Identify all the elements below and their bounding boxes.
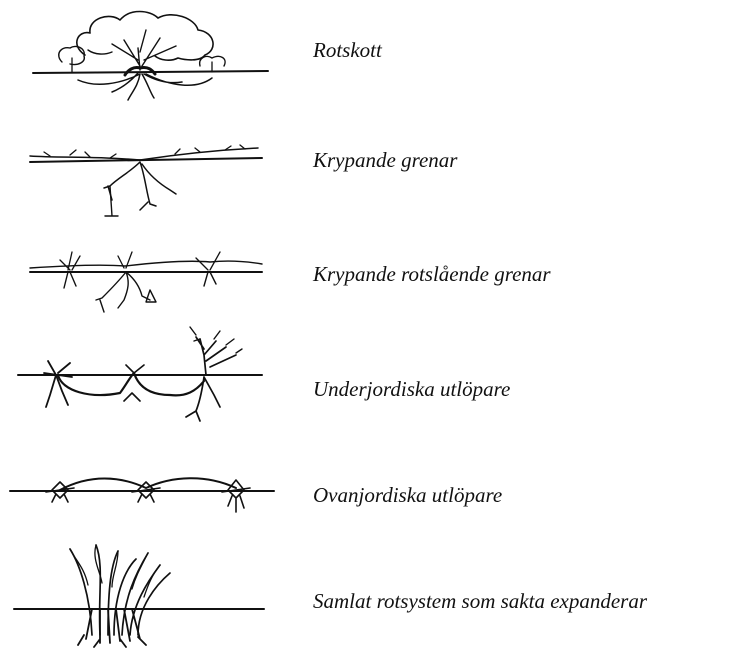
diagram-row-creeping-branches: Krypande grenar	[0, 120, 740, 230]
diagram-row-creeping-rooting-branches: Krypande rotslående grenar	[0, 230, 740, 330]
label-creeping-branches: Krypande grenar	[313, 150, 457, 171]
diagram-row-underground-runners: Underjordiska utlöpare	[0, 325, 740, 440]
label-underground-runners: Underjordiska utlöpare	[313, 379, 510, 400]
diagram-row-aboveground-runners: Ovanjordiska utlöpare	[0, 450, 740, 530]
label-clumped-root-system: Samlat rotsystem som sakta expanderar	[313, 591, 647, 612]
aboveground-runners-sketch-icon	[0, 450, 290, 530]
diagram-row-root-suckers: Rotskott	[0, 0, 740, 110]
diagram-row-clumped-root-system: Samlat rotsystem som sakta expanderar	[0, 535, 740, 651]
label-aboveground-runners: Ovanjordiska utlöpare	[313, 485, 502, 506]
underground-runners-sketch-icon	[0, 325, 290, 440]
label-creeping-rooting-branches: Krypande rotslående grenar	[313, 264, 551, 285]
creeping-branches-sketch-icon	[0, 120, 290, 230]
root-suckers-sketch-icon	[0, 0, 290, 110]
label-root-suckers: Rotskott	[313, 40, 382, 61]
clumped-root-system-sketch-icon	[0, 535, 290, 651]
creeping-rooting-branches-sketch-icon	[0, 230, 290, 330]
